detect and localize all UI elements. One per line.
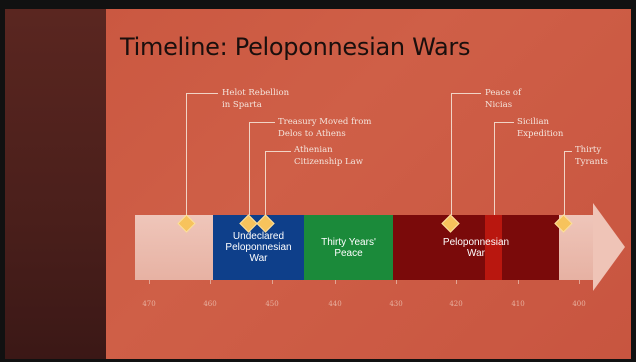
- axis-tick: [335, 280, 336, 284]
- sicilian-highlight-bar: [485, 215, 502, 280]
- event-line: Treasury Moved from: [278, 117, 372, 127]
- axis-tick: [456, 280, 457, 284]
- event-line: Peace of: [485, 88, 522, 98]
- leader-nicias: [451, 93, 452, 215]
- event-line: Thirty: [575, 145, 602, 155]
- event-line: Athenian: [294, 145, 333, 155]
- event-label-helot: Helot Rebellion in Sparta: [222, 87, 289, 111]
- axis-tick: [579, 280, 580, 284]
- event-line: Expedition: [517, 129, 564, 139]
- period-label: Peloponnesian War: [442, 236, 510, 259]
- leader-tyrants: [564, 151, 565, 217]
- slide-side-band: [5, 9, 106, 359]
- axis-tick: [210, 280, 211, 284]
- period-label: Thirty Years' Peace: [321, 236, 376, 259]
- axis-tick: [518, 280, 519, 284]
- axis-tick-label: 430: [389, 300, 403, 308]
- axis-tick: [396, 280, 397, 284]
- event-line: in Sparta: [222, 100, 262, 110]
- axis-tick-label: 420: [449, 300, 463, 308]
- axis-tick-label: 470: [142, 300, 156, 308]
- event-line: Delos to Athens: [278, 129, 346, 139]
- event-label-treasury: Treasury Moved from Delos to Athens: [278, 116, 371, 140]
- event-label-sicilian: Sicilian Expedition: [517, 116, 563, 140]
- leader-sicilian: [494, 122, 495, 215]
- axis-tick-label: 400: [572, 300, 586, 308]
- event-line: Nicias: [485, 100, 513, 110]
- period-peloponnesian-war: Peloponnesian War: [393, 215, 559, 280]
- event-label-nicias: Peace of Nicias: [485, 87, 521, 111]
- event-label-citizenship: Athenian Citizenship Law: [294, 144, 363, 168]
- event-label-tyrants: Thirty Tyrants: [575, 144, 608, 168]
- leader-treasury-h: [249, 122, 275, 123]
- axis-tick: [149, 280, 150, 284]
- event-line: Tyrants: [575, 157, 608, 167]
- axis-tick-label: 450: [265, 300, 279, 308]
- event-line: Sicilian: [517, 117, 549, 127]
- period-peloponnesian-war-label-overlay: Peloponnesian War: [393, 215, 559, 280]
- leader-tyrants-h: [564, 151, 572, 152]
- leader-citizenship-h: [265, 151, 291, 152]
- event-line: Helot Rebellion: [222, 88, 290, 98]
- leader-treasury: [249, 122, 250, 216]
- axis-tick-label: 440: [328, 300, 342, 308]
- period-label: Undeclared Peloponnesian War: [225, 231, 292, 264]
- leader-helot: [186, 93, 187, 215]
- axis-tick-label: 460: [203, 300, 217, 308]
- leader-helot-h: [186, 93, 218, 94]
- leader-citizenship: [265, 151, 266, 217]
- slide: Timeline: Peloponnesian Wars Helot Rebel…: [5, 9, 631, 359]
- period-thirty-years-peace: Thirty Years' Peace: [304, 215, 393, 280]
- event-line: Citizenship Law: [294, 157, 364, 167]
- axis-tick-label: 410: [511, 300, 525, 308]
- leader-nicias-h: [451, 93, 481, 94]
- leader-sicilian-h: [494, 122, 514, 123]
- slide-title: Timeline: Peloponnesian Wars: [120, 33, 471, 61]
- axis-tick: [272, 280, 273, 284]
- timeline-arrow-head: [593, 203, 625, 291]
